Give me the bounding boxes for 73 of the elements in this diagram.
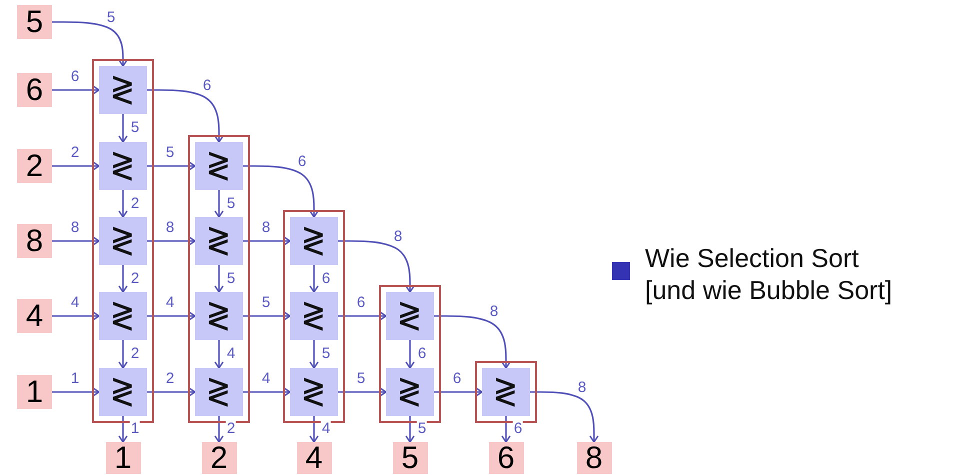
comparator-box: ≷ [194,142,242,190]
arrow [118,190,128,218]
number-box: 6 [488,442,524,474]
bullet-text: Wie Selection Sort [und wie Bubble Sort] [645,242,894,306]
comparator-box: ≷ [194,292,242,340]
arrow [52,387,100,397]
arrow [530,391,599,443]
arrow [52,236,100,246]
arrow [309,416,319,443]
arrow [52,21,128,67]
group-frame [379,285,441,423]
number-box: 8 [17,224,52,258]
edge-label: 6 [320,270,332,286]
arrow [52,85,100,95]
arrow [243,236,291,246]
arrow [243,387,291,397]
arrow [118,265,128,293]
number-box: 1 [106,442,140,474]
arrow [338,311,387,321]
comparator-box: ≷ [98,142,146,190]
comparator-box: ≷ [290,368,338,416]
number-box: 2 [202,442,236,474]
group-frame [283,210,345,423]
arrow [118,416,128,443]
arrow [214,340,224,369]
arrow [309,340,319,369]
edge-label: 5 [226,270,236,286]
comparator-box: ≷ [386,292,434,340]
comparator-box: ≷ [98,66,146,114]
arrow [405,340,415,369]
comparator-box: ≷ [194,216,242,264]
comparator-box: ≷ [98,368,146,416]
arrow [501,416,511,443]
group-frame [92,59,154,423]
comparator-box: ≷ [290,216,338,264]
edge-label: 8 [576,380,588,396]
arrow [147,236,196,246]
comparator-box: ≷ [386,368,434,416]
group-frame [188,135,250,423]
arrow [118,114,128,143]
edge-label: 5 [226,196,236,212]
comparator-box: ≷ [98,216,146,264]
arrow [52,161,100,171]
arrow [338,387,387,397]
arrow [147,161,196,171]
number-box: 1 [17,375,52,409]
arrow [147,89,224,143]
number-box: 4 [296,442,332,474]
arrow [214,190,224,218]
arrow [243,165,319,218]
arrow [214,416,224,443]
number-box: 6 [17,73,52,107]
arrow [309,265,319,293]
arrow [52,311,100,321]
comparator-box: ≷ [482,368,530,416]
arrow [214,265,224,293]
arrow [338,240,415,293]
number-box: 5 [17,5,52,39]
comparator-box: ≷ [290,292,338,340]
arrow [434,315,511,369]
arrow [118,340,128,369]
arrow [147,311,196,321]
comparator-box: ≷ [194,368,242,416]
arrow [434,387,483,397]
number-box: 5 [392,442,428,474]
arrow [243,311,291,321]
arrow [147,387,196,397]
number-box: 4 [17,299,52,333]
comparator-box: ≷ [98,292,146,340]
number-box: 2 [17,149,52,183]
arrow [405,416,415,443]
group-frame [475,361,537,423]
number-box: 8 [576,442,612,474]
